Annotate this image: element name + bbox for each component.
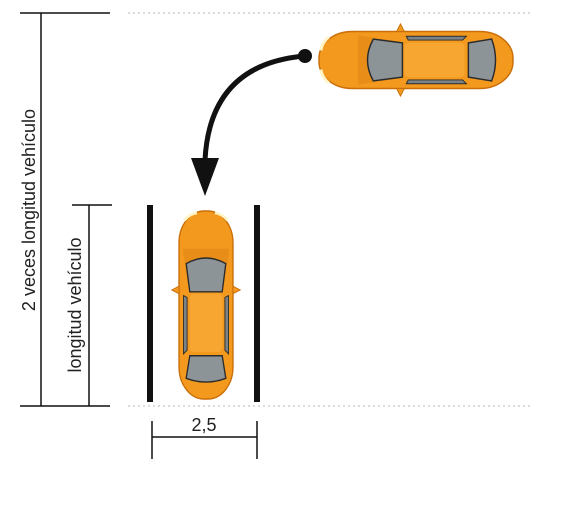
one-length-label: longitud vehículo [65, 237, 85, 372]
one-length-dimension [72, 204, 112, 406]
width-label: 2,5 [191, 415, 216, 435]
car-top-view-icon [170, 209, 242, 401]
car-top-view-icon [317, 22, 515, 98]
two-lengths-dimension [20, 12, 110, 407]
two-lengths-label: 2 veces longitud vehículo [19, 109, 39, 311]
width-dimension [151, 421, 258, 459]
curved-arrow-down-icon [191, 49, 312, 196]
